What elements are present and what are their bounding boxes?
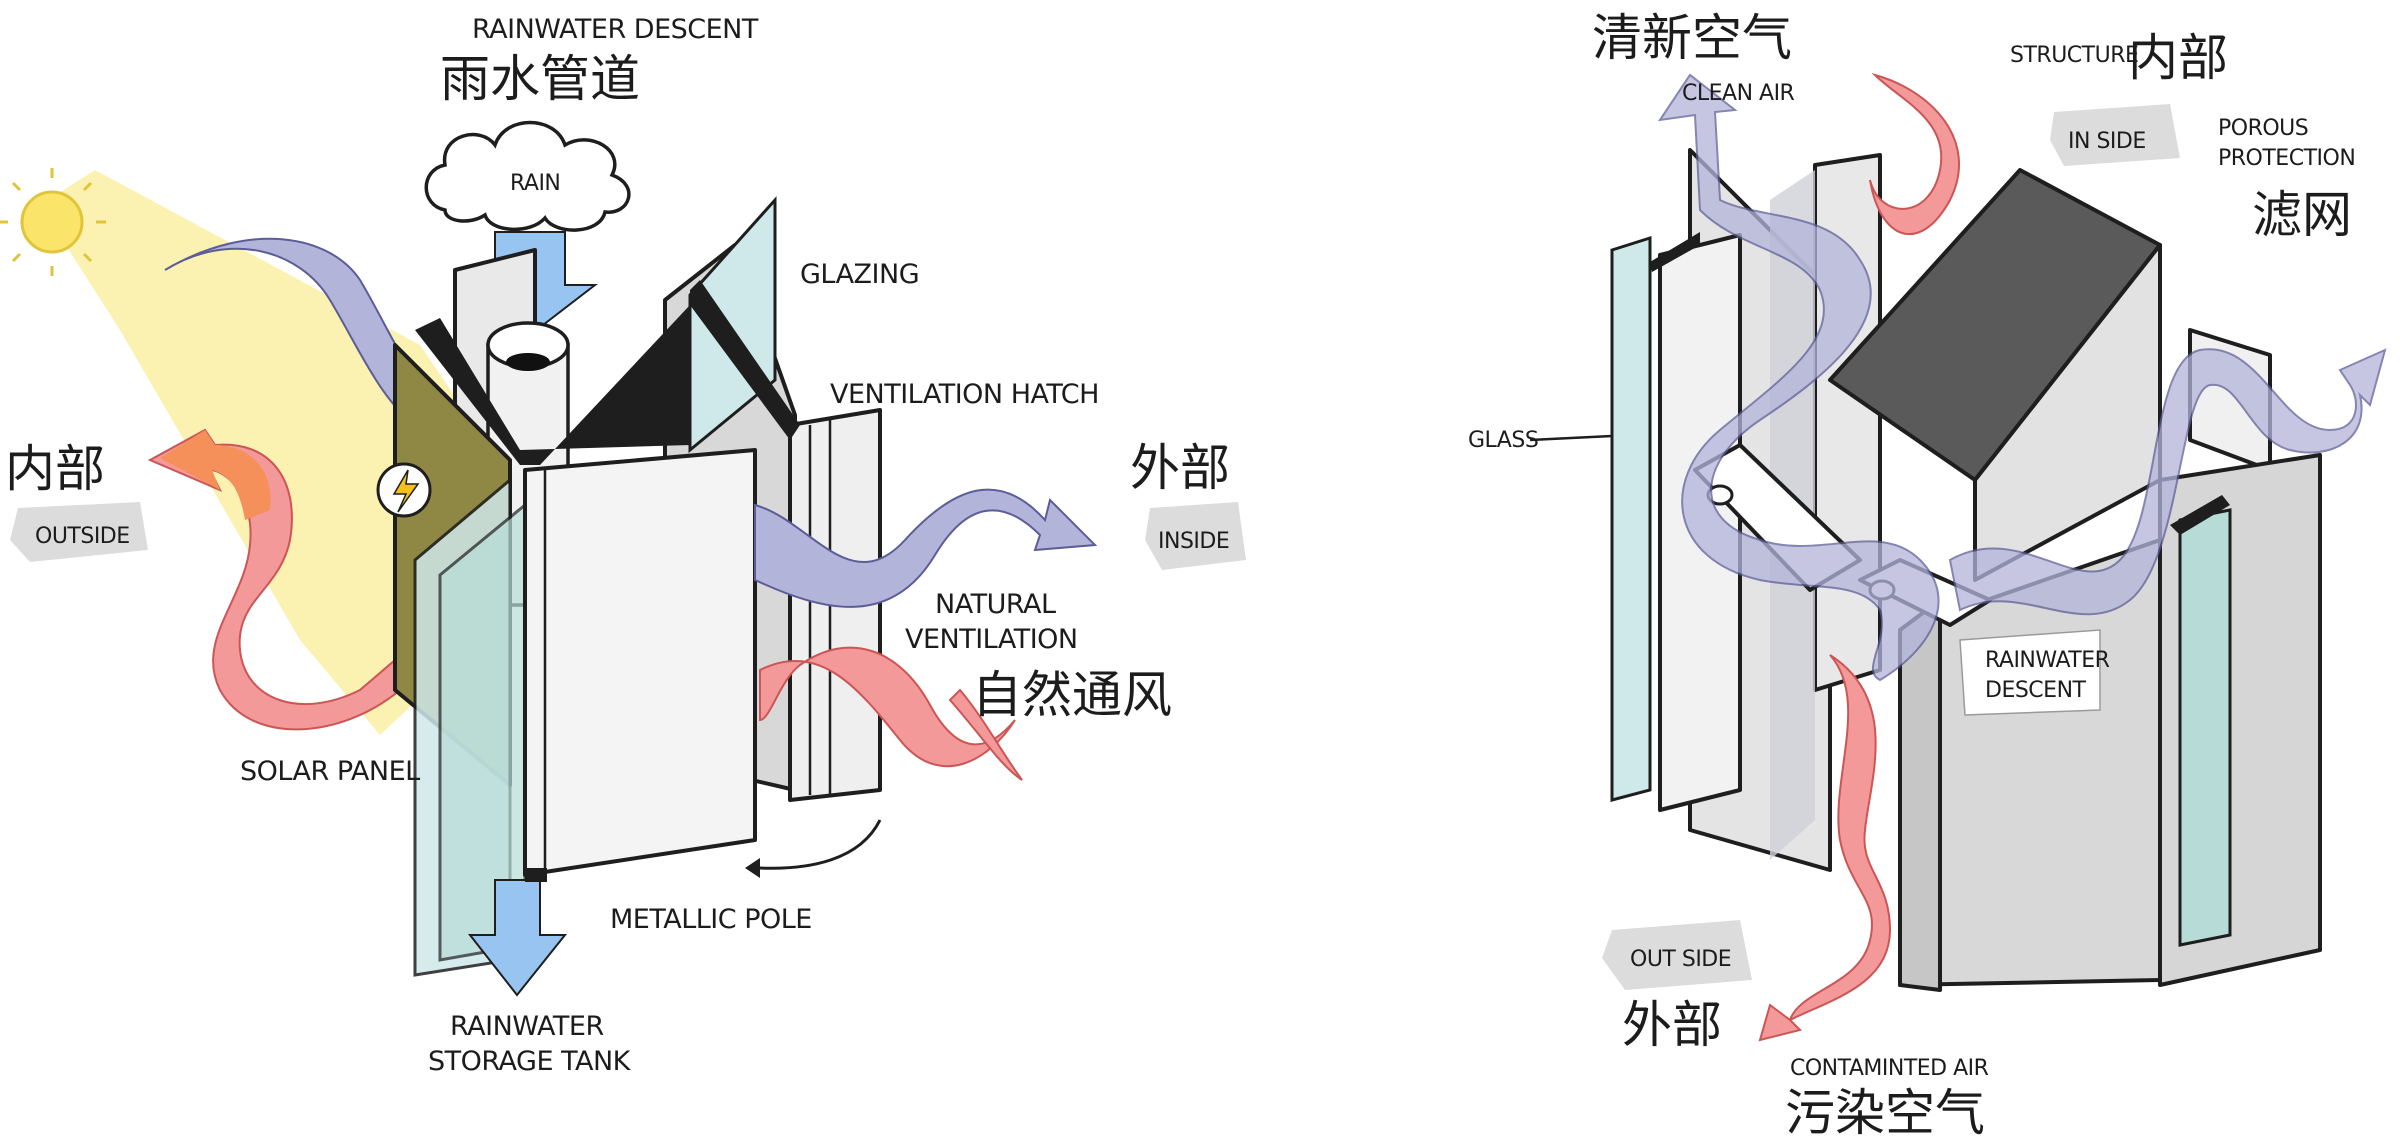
storage-arrow-cap [525,868,547,882]
porous-line1: POROUS [2218,116,2308,141]
inside-badge-right: IN SIDE [2050,104,2180,166]
contaminated-air-ribbon [1758,654,1892,1042]
solar-panel-label: SOLAR PANEL [240,756,420,787]
glass-clip-right [2170,495,2230,535]
ventilation-hatch-label: VENTILATION HATCH [830,379,1099,410]
glass-clip-left [1650,232,1700,272]
outer-cn-right: 外部 [1622,996,1722,1054]
clean-air-ribbon-right-2 [1948,348,2387,616]
svg-text:DESCENT: DESCENT [1985,678,2087,703]
hatch-curve-arrow-head [745,858,760,878]
glass-pointer [1529,434,1613,442]
contaminated-cn: 污染空气 [1785,1084,1985,1142]
clean-air-cn: 清新空气 [1592,9,1792,67]
ventilation-ribbon-red-tail [948,688,1023,781]
filter-cn: 滤网 [2252,186,2352,244]
rain-cloud [424,120,631,232]
metallic-pole-label: METALLIC POLE [610,904,812,935]
svg-text:OUTSIDE: OUTSIDE [35,524,130,549]
rain-label: RAIN [510,171,560,196]
rainwater-callout: RAINWATER DESCENT [1959,629,2110,716]
hot-air-ribbon-orange [160,430,271,520]
rainwater-storage-line2: STORAGE TANK [428,1046,632,1077]
natural-ventilation-cn: 自然通风 [972,666,1172,724]
svg-text:RAINWATER: RAINWATER [1985,648,2110,673]
inside-badge-left: INSIDE [1145,502,1246,570]
right-diagram: 清新空气 CLEAN AIR STRUCTURE 内部 IN SIDE PORO… [1468,9,2387,1142]
sun-icon [0,168,106,276]
clean-air-ribbon-right [1657,73,1940,682]
storage-arrow [467,879,568,997]
clean-air-en: CLEAN AIR [1682,81,1795,106]
sunlight-beam [40,170,505,735]
svg-text:IN SIDE: IN SIDE [2068,129,2146,154]
left-diagram: RAINWATER DESCENT 雨水管道 RAIN GLAZING VENT… [0,14,1246,1077]
outer-cn-left: 外部 [1130,439,1230,497]
lightning-icon [376,462,432,518]
hot-air-ribbon-top [1869,73,1961,235]
outside-badge-right: OUT SIDE [1602,920,1752,990]
inner-cn-left: 内部 [5,440,105,498]
rainwater-storage-line1: RAINWATER [450,1011,604,1042]
svg-text:OUT SIDE: OUT SIDE [1630,947,1731,972]
inner-cn-right: 内部 [2128,29,2228,87]
top-frame [415,280,800,465]
natural-ventilation-line1: NATURAL [935,589,1056,620]
glass-label: GLASS [1468,428,1538,453]
contaminated-en: CONTAMINTED AIR [1790,1056,1989,1081]
porous-line2: PROTECTION [2218,146,2355,171]
structure-en: STRUCTURE [2010,43,2138,68]
natural-ventilation-line2: VENTILATION [905,624,1078,655]
main-module [523,448,757,877]
svg-text:INSIDE: INSIDE [1158,529,1229,554]
hatch-curve-arrow [759,819,882,870]
glass-strip-right [2178,508,2232,947]
ventilation-arrow-purple [754,488,1098,608]
glass-strip-left [1610,235,1652,802]
rainwater-descent-cn: 雨水管道 [440,50,640,108]
glazing-label: GLAZING [800,259,919,290]
outside-badge-left: OUTSIDE [10,502,148,562]
rainwater-descent-label: RAINWATER DESCENT [472,14,759,45]
